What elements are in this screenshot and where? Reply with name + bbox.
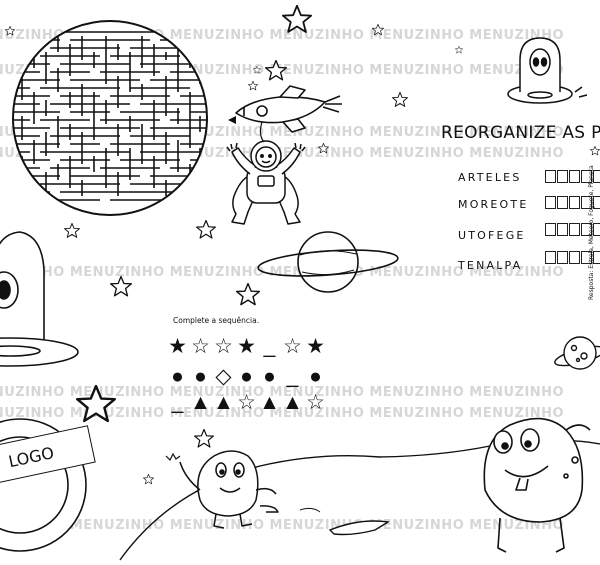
sequence-cell: ● [171, 364, 184, 388]
sequence-blank[interactable]: _ [171, 390, 184, 414]
sequence-row-2[interactable]: ● ● ◇ ● ● _ ● [166, 365, 327, 387]
sequence-row-3[interactable]: _ ▲ ▲ ☆ ▲ ▲ ☆ [166, 391, 327, 413]
sequence-blank[interactable]: _ [286, 364, 299, 388]
answer-boxes[interactable] [545, 196, 600, 209]
scrambled-word: TENALPA [458, 259, 523, 272]
logo-text: LOGO [6, 442, 56, 471]
watermark-row: MENUZINHO MENUZINHO MENUZINHO MENUZINHO … [0, 385, 565, 400]
sequence-cell: ★ [168, 334, 187, 358]
alien-ufo [507, 37, 588, 104]
sequence-cell: ▲ [282, 390, 303, 414]
sequence-cell: ☆ [283, 334, 302, 358]
sequence-cell: ☆ [306, 390, 325, 414]
sequence-row-1[interactable]: ★ ☆ ☆ ★ _ ☆ ★ [166, 335, 327, 357]
watermark-row: MENUZINHO MENUZINHO MENUZINHO MENUZINHO … [0, 518, 565, 533]
scrambled-word: UTOFEGE [458, 229, 526, 242]
sequence-cell: ★ [237, 334, 256, 358]
answer-key: Resposta: Estrela, Meteoro, Foguete, Pla… [588, 165, 595, 300]
word-scramble-title: REORGANIZE AS PAL [441, 123, 600, 143]
ringed-planet [257, 231, 399, 293]
answer-boxes[interactable] [545, 223, 600, 236]
arrow-icon [228, 116, 236, 124]
monster [179, 450, 279, 529]
planet-icon [554, 336, 600, 370]
watermark-row: MENUZINHO MENUZINHO MENUZINHO MENUZINHO … [0, 265, 565, 280]
sequence-cell: ▲ [190, 390, 211, 414]
sequence-blank[interactable]: _ [263, 334, 276, 358]
sequence-cell: ◇ [215, 364, 232, 388]
monster [483, 417, 591, 553]
sequence-cell: ★ [306, 334, 325, 358]
maze-planet[interactable] [12, 20, 208, 216]
sequence-cell: ● [194, 364, 207, 388]
rocket-icon [235, 85, 342, 133]
tether [259, 121, 265, 143]
scrambled-word: ARTELES [458, 171, 522, 184]
answer-boxes[interactable] [545, 251, 600, 264]
meteor-icon [328, 520, 391, 536]
sequence-cell: ☆ [214, 334, 233, 358]
sequence-cell: ▲ [259, 390, 280, 414]
alien-ufo [0, 231, 79, 367]
astronaut [226, 140, 306, 225]
answer-boxes[interactable] [545, 170, 600, 183]
spark-icon [165, 452, 181, 462]
sequence-cell: ● [263, 364, 276, 388]
sequence-cell: ● [309, 364, 322, 388]
watermark-row: MENUZINHO MENUZINHO MENUZINHO MENUZINHO … [0, 406, 565, 421]
sequence-cell: ☆ [191, 334, 210, 358]
sequence-cell: ● [240, 364, 253, 388]
sequence-cell: ▲ [213, 390, 234, 414]
sequence-instruction: Complete a sequência. [173, 316, 260, 325]
sequence-cell: ☆ [237, 390, 256, 414]
scrambled-word: MOREOTE [458, 198, 529, 211]
